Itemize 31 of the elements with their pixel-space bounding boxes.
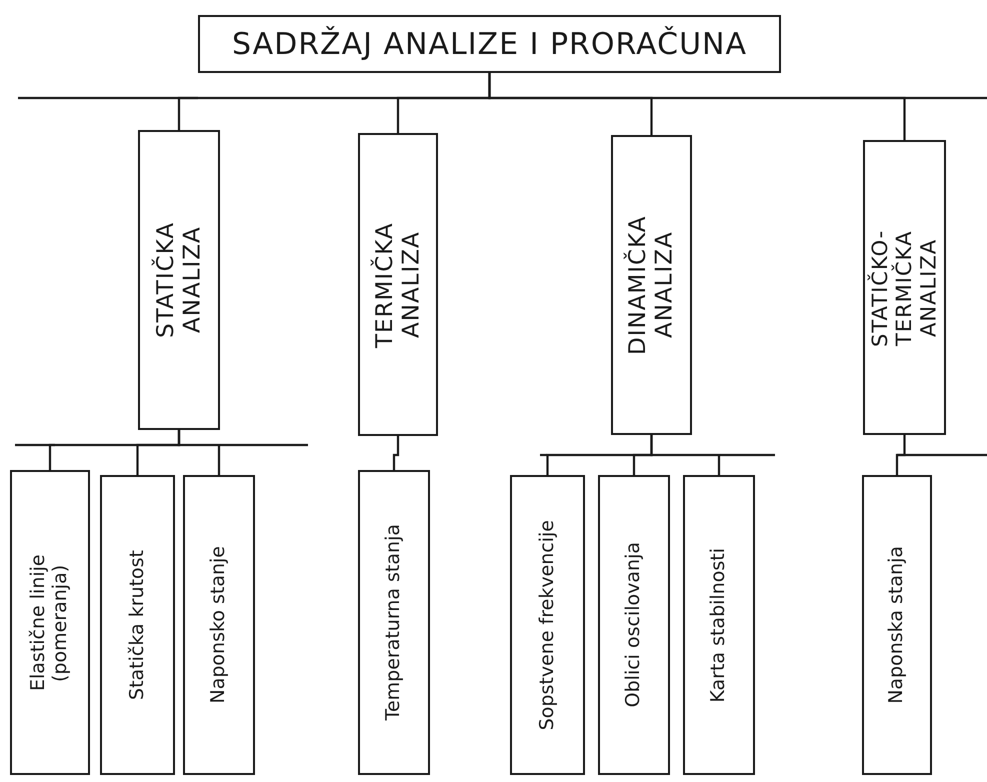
box-label: STATIČKA ANALIZA xyxy=(152,220,206,340)
box-label: Naponska stanja xyxy=(886,546,908,704)
box-label: Oblici oscilovanja xyxy=(623,542,645,708)
category-box xyxy=(611,135,692,435)
box-label: Elastične linije (pomeranja) xyxy=(28,553,72,693)
box-label: Sopstvene frekvencije xyxy=(536,520,558,730)
title-box xyxy=(198,15,781,73)
box-label: TERMIČKA ANALIZA xyxy=(372,220,424,350)
box-label: Karta stabilnosti xyxy=(708,548,730,702)
connector-line xyxy=(896,435,906,475)
category-box xyxy=(138,130,220,430)
category-box xyxy=(683,475,755,775)
category-box xyxy=(358,470,430,775)
category-box xyxy=(598,475,670,775)
box-label: DINAMIČKA ANALIZA xyxy=(625,214,678,357)
box-label: Naponsko stanje xyxy=(208,546,230,704)
connector-line xyxy=(488,73,906,140)
category-box xyxy=(358,133,438,436)
category-box xyxy=(862,475,932,775)
category-box xyxy=(863,140,946,435)
title-text: SADRŽAJ ANALIZE I PRORAČUNA xyxy=(232,26,748,62)
box-label: Statička krutost xyxy=(126,550,148,700)
box-label: Temperaturna stanja xyxy=(383,524,405,721)
category-box xyxy=(100,475,175,775)
category-box xyxy=(183,475,255,775)
box-label: STATIČKO-TERMIČKA ANALIZA xyxy=(868,228,941,348)
connector-line xyxy=(650,435,720,475)
category-box xyxy=(10,470,90,775)
category-box xyxy=(510,475,585,775)
connector-line xyxy=(178,430,220,475)
connector-line xyxy=(392,436,400,470)
